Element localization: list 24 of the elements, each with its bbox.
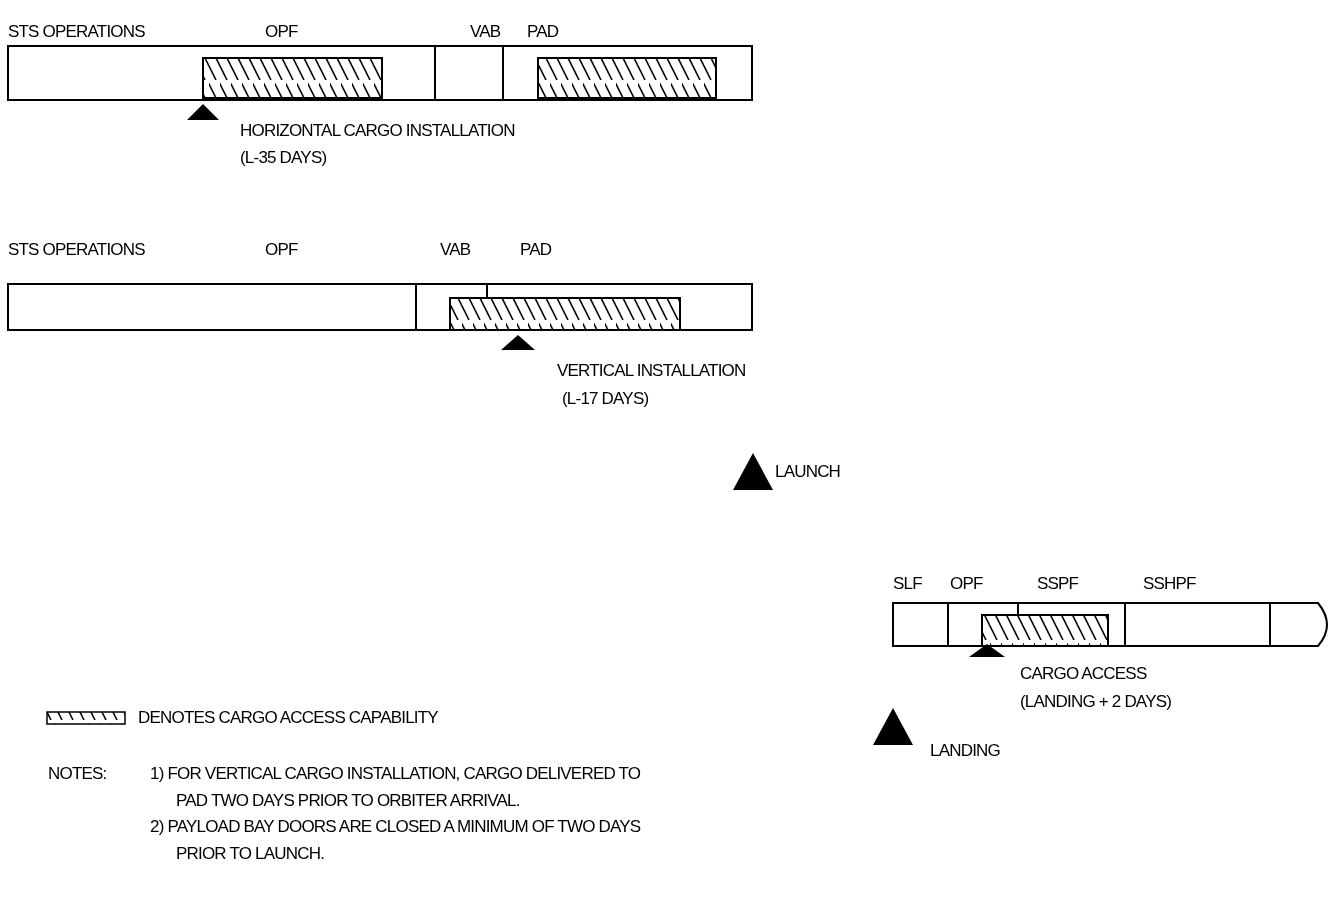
segment-label: SSHPF <box>1143 573 1196 595</box>
row-label: STS OPERATIONS <box>8 239 145 261</box>
milestone-note: (L-17 DAYS) <box>562 388 649 410</box>
segment-label: PAD <box>520 239 552 261</box>
milestone-label: VERTICAL INSTALLATION <box>557 360 746 382</box>
note-text: 2) PAYLOAD BAY DOORS ARE CLOSED A MINIMUM OF TWO DAYS PRIOR TO LAUNCH. <box>150 816 642 865</box>
milestone-note: (LANDING + 2 DAYS) <box>1020 691 1172 713</box>
segment-label: PAD <box>527 21 559 43</box>
segment-label: OPF <box>265 239 298 261</box>
milestone-label: LANDING <box>930 740 1000 762</box>
segment-label: OPF <box>265 21 298 43</box>
legend-text: DENOTES CARGO ACCESS CAPABILITY <box>138 707 438 729</box>
milestone-label: CARGO ACCESS <box>1020 663 1147 685</box>
segment-label: SSPF <box>1037 573 1079 595</box>
milestone-label: LAUNCH <box>775 461 841 483</box>
milestone-label: HORIZONTAL CARGO INSTALLATION <box>240 120 515 142</box>
milestone-note: (L-35 DAYS) <box>240 147 327 169</box>
segment-label: SLF <box>893 573 922 595</box>
segment-label: VAB <box>470 21 501 43</box>
segment-label: VAB <box>440 239 471 261</box>
row-label: STS OPERATIONS <box>8 21 145 43</box>
note-text: 1) FOR VERTICAL CARGO INSTALLATION, CARGO DELIVERED TO PAD TWO DAYS PRIOR TO ORBITER ARRIVAL. <box>150 763 642 812</box>
segment-label: OPF <box>950 573 983 595</box>
notes-heading: NOTES: <box>48 763 107 785</box>
